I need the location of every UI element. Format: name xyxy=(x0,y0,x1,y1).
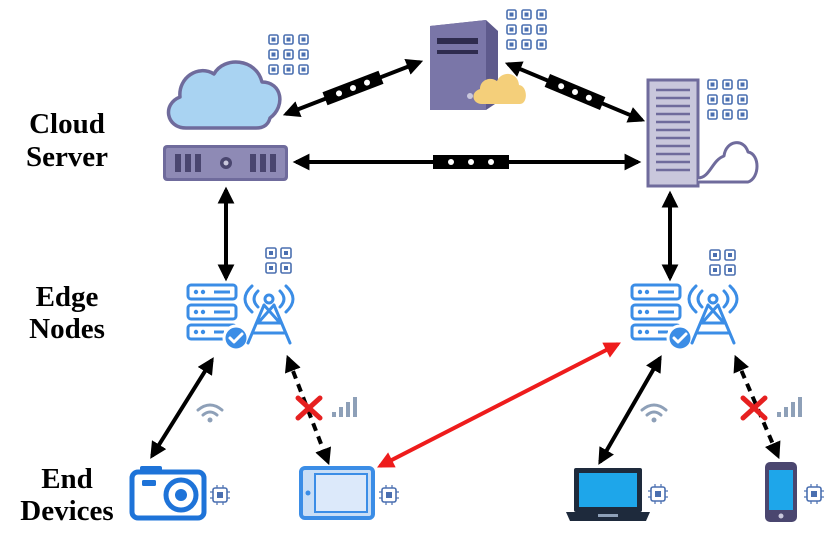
link-edge-left-to-tablet-blocked xyxy=(284,354,332,466)
chip-grid-icon xyxy=(707,79,748,120)
tier-label-end-line1: End xyxy=(41,463,93,495)
blocked-x-icon xyxy=(743,397,802,418)
blocked-x-icon xyxy=(298,397,357,418)
smartphone-icon xyxy=(765,462,797,522)
chip-grid-icon xyxy=(268,34,309,75)
link-offload-tablet-to-edge-right xyxy=(377,342,621,468)
link-edge-right-to-laptop xyxy=(598,355,662,465)
tier-label-cloud-line1: Cloud xyxy=(29,108,105,140)
tablet-icon xyxy=(299,466,375,520)
cluster-server-icon xyxy=(646,78,759,188)
link-edge-right-to-phone-blocked xyxy=(733,354,781,460)
camera-icon xyxy=(129,466,207,521)
link-rack-to-cluster xyxy=(292,153,642,171)
wifi-icon xyxy=(196,403,224,424)
link-edge-left-to-camera xyxy=(150,357,214,459)
chip-icon xyxy=(803,483,825,505)
tier-label-edge-line2: Nodes xyxy=(29,313,105,345)
chip-grid-icon xyxy=(506,9,547,50)
wifi-icon xyxy=(640,403,668,424)
link-cloud-to-tower xyxy=(282,59,424,117)
edge-server-icon xyxy=(630,283,739,352)
tier-label-end-line2: Devices xyxy=(20,495,113,527)
laptop-icon xyxy=(566,468,650,521)
tier-label-edge-line1: Edge xyxy=(36,281,99,313)
edge-server-icon xyxy=(186,283,295,352)
link-tower-to-cluster xyxy=(504,61,646,123)
chip-icon xyxy=(209,484,231,506)
chip-grid-icon xyxy=(265,247,292,274)
chip-grid-icon xyxy=(709,249,736,276)
tier-label-cloud-line2: Server xyxy=(26,141,108,173)
chip-icon xyxy=(378,484,400,506)
cloud-icon xyxy=(166,60,282,130)
rack-server-icon xyxy=(163,145,288,181)
chip-icon xyxy=(647,483,669,505)
